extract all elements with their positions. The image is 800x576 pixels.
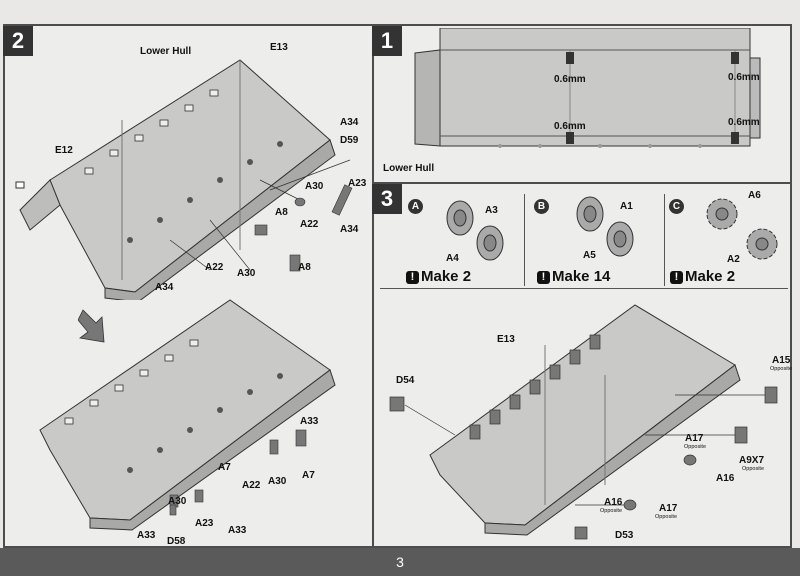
opposite-note: Opposite xyxy=(742,466,765,472)
part-a30-label: A30 xyxy=(268,476,287,487)
subassembly-divider xyxy=(664,194,665,286)
part-a22-label: A22 xyxy=(205,262,224,273)
step2-hull-top-drawing xyxy=(15,59,353,300)
part-a17-label: A17 xyxy=(685,433,704,444)
make-count-c: !Make 2 xyxy=(670,268,735,285)
part-a9x7-label: A9X7 xyxy=(739,455,765,466)
part-a16-label: A16 xyxy=(604,497,623,508)
lower-hull-label: Lower Hull xyxy=(383,163,435,174)
part-d58-label: D58 xyxy=(167,536,186,547)
part-a4-label: A4 xyxy=(446,253,459,264)
part-a7-label: A7 xyxy=(302,470,315,481)
step3-hull-assembly-drawing xyxy=(389,304,778,540)
part-a30-label: A30 xyxy=(237,268,256,279)
subassembly-b-marker: B xyxy=(534,199,549,214)
wheel-b-drawing xyxy=(576,196,634,257)
part-a34-label: A34 xyxy=(340,224,359,235)
subassembly-a-marker: A xyxy=(408,199,423,214)
drill-size-label: 0.6mm xyxy=(554,74,586,85)
part-a23-label: A23 xyxy=(195,518,214,529)
part-d54-label: D54 xyxy=(396,375,415,386)
part-d53-label: D53 xyxy=(615,530,634,541)
opposite-note: Opposite xyxy=(655,514,678,520)
part-a34-label: A34 xyxy=(155,282,174,293)
step3-number: 3 xyxy=(372,184,402,214)
part-e12-label: E12 xyxy=(55,145,73,156)
make-count-b: !Make 14 xyxy=(537,268,610,285)
part-d59-label: D59 xyxy=(340,135,359,146)
subassembly-divider xyxy=(380,288,788,289)
drill-size-label: 0.6mm xyxy=(554,121,586,132)
page-number: 3 xyxy=(396,554,404,570)
drill-size-label: 0.6mm xyxy=(728,72,760,83)
part-a2-label: A2 xyxy=(727,254,740,265)
part-a22-label: A22 xyxy=(300,219,319,230)
part-a16-label: A16 xyxy=(716,473,735,484)
make-count-a: !Make 2 xyxy=(406,268,471,285)
part-a8-label: A8 xyxy=(298,262,311,273)
part-a7-label: A7 xyxy=(218,462,231,473)
step2-number: 2 xyxy=(3,26,33,56)
part-e13-label: E13 xyxy=(497,334,515,345)
step1-number: 1 xyxy=(372,26,402,56)
step2-hull-bottom-drawing xyxy=(39,299,336,531)
part-a22-label: A22 xyxy=(242,480,261,491)
subassembly-c-marker: C xyxy=(669,199,684,214)
opposite-note: Opposite xyxy=(770,366,793,372)
part-a34-label: A34 xyxy=(340,117,359,128)
lower-hull-label: Lower Hull xyxy=(140,46,192,57)
part-a33-label: A33 xyxy=(228,525,247,536)
part-a15-label: A15 xyxy=(772,355,791,366)
part-a17-label: A17 xyxy=(659,503,678,514)
subassembly-divider xyxy=(524,194,525,286)
part-a33-label: A33 xyxy=(137,530,156,541)
part-a5-label: A5 xyxy=(583,250,596,261)
page-footer: 3 xyxy=(0,548,800,576)
step1-hull-bottom-drawing xyxy=(414,28,761,148)
part-e13-label: E13 xyxy=(270,42,288,53)
direction-arrow xyxy=(78,309,105,343)
part-a3-label: A3 xyxy=(485,205,498,216)
part-a8-label: A8 xyxy=(275,207,288,218)
opposite-note: Opposite xyxy=(684,444,707,450)
part-a33-label: A33 xyxy=(300,416,319,427)
sprocket-c-drawing xyxy=(706,198,778,260)
wheel-a-drawing xyxy=(446,200,504,261)
part-a30-label: A30 xyxy=(168,496,187,507)
part-a30-label: A30 xyxy=(305,181,324,192)
drill-size-label: 0.6mm xyxy=(728,117,760,128)
part-a23-label: A23 xyxy=(348,178,367,189)
part-a1-label: A1 xyxy=(620,201,633,212)
part-a6-label: A6 xyxy=(748,190,761,201)
opposite-note: Opposite xyxy=(600,508,623,514)
